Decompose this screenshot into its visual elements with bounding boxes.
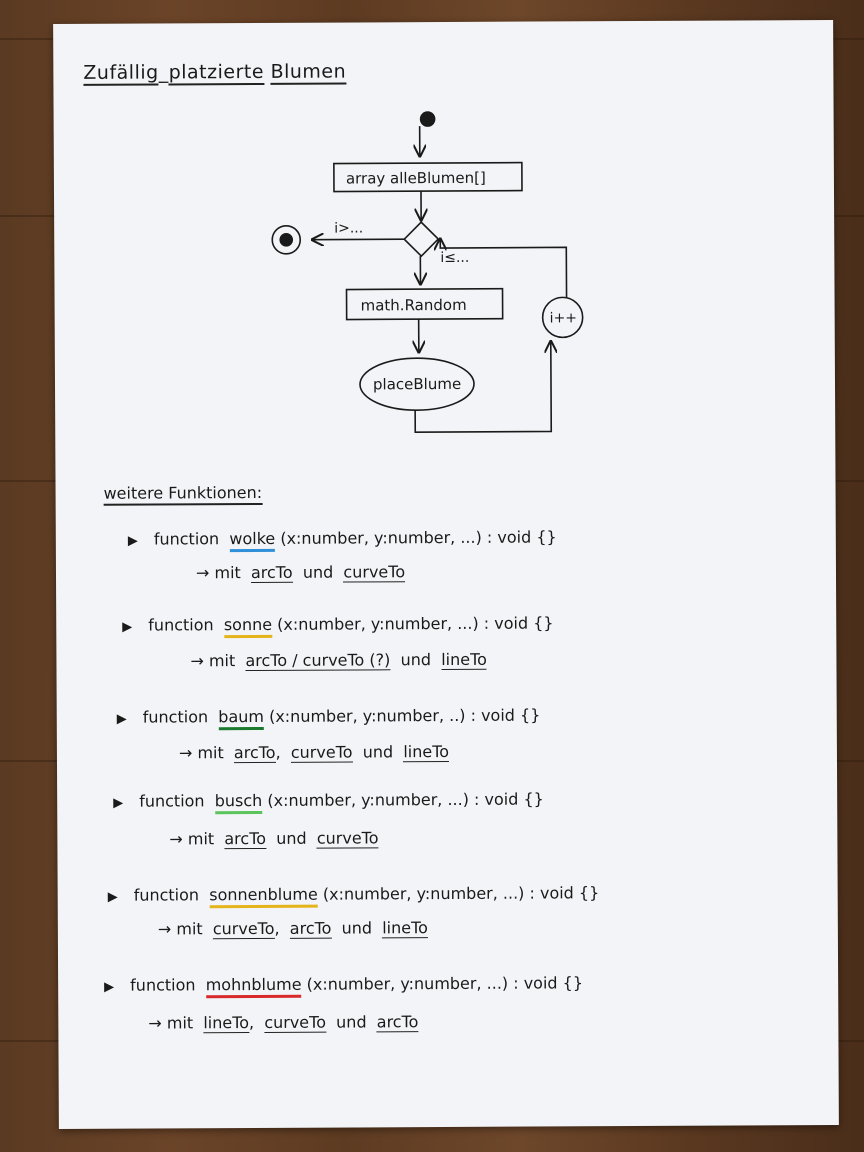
tool-connector: ,: [275, 742, 281, 762]
arrow-text: → mit: [178, 743, 224, 763]
tool-connector: ,: [248, 1013, 255, 1033]
tool-name: arcTo: [224, 828, 267, 850]
tool-name: lineTo: [382, 918, 428, 939]
inc-node-label: i++: [550, 310, 577, 326]
function-item-baum: ▶ function baum (x:number, y:number, ..) …: [116, 705, 541, 731]
function-name: sonne: [223, 614, 273, 639]
activity-diagram: array alleBlumen[] math.Random placeBlum…: [271, 111, 584, 433]
function-name: wolke: [229, 528, 276, 553]
arrow-text: → mit: [148, 1013, 194, 1033]
function-keyword: function: [130, 975, 196, 995]
tool-connector: und: [341, 918, 373, 938]
paper-sheet: Zufällig_platzierte Blumen array alleBlu…: [53, 19, 839, 1130]
function-tools-busch: → mit arcTo und curveTo: [169, 828, 379, 850]
bullet-icon: ▶: [107, 889, 118, 905]
tool-name: curveTo: [290, 742, 353, 763]
tool-name: lineTo: [441, 649, 487, 671]
tool-connector: und: [336, 1012, 367, 1032]
tool-connector: und: [276, 828, 307, 848]
random-node-label: math.Random: [361, 296, 467, 315]
tool-name: arcTo: [250, 562, 293, 584]
tool-name: lineTo: [203, 1013, 250, 1034]
function-tools-wolke: → mit arcTo und curveTo: [195, 562, 406, 584]
function-signature: (x:number, y:number, ..) : void {}: [269, 705, 541, 726]
tool-name: curveTo: [264, 1012, 327, 1033]
bullet-icon: ▶: [122, 619, 133, 635]
edge-inc-decision: [440, 238, 568, 298]
function-item-wolke: ▶ function wolke (x:number, y:number, ...…: [127, 527, 557, 553]
tool-name: arcTo / curveTo (?): [245, 650, 391, 672]
function-name: baum: [218, 706, 265, 731]
function-name: sonnenblume: [209, 884, 318, 909]
edge-place-inc: [414, 341, 551, 433]
tool-name: lineTo: [403, 741, 450, 763]
tool-connector: ,: [274, 918, 280, 938]
array-node-label: array alleBlumen[]: [346, 169, 486, 188]
bullet-icon: ▶: [104, 979, 115, 995]
start-node: [419, 111, 436, 127]
decision-node: [403, 220, 440, 258]
arrow-text: → mit: [169, 829, 215, 849]
function-keyword: function: [148, 615, 214, 635]
inc-node-circle: [541, 296, 584, 339]
function-keyword: function: [139, 791, 205, 811]
tool-name: arcTo: [376, 1012, 419, 1033]
function-signature: (x:number, y:number, ...) : void {}: [322, 883, 600, 904]
tool-name: curveTo: [316, 828, 379, 849]
arrow-text: → mit: [157, 919, 203, 939]
bullet-icon: ▶: [113, 795, 124, 811]
function-signature: (x:number, y:number, ...) : void {}: [306, 973, 584, 994]
function-item-sonnenblume: ▶ function sonnenblume (x:number, y:numbe…: [107, 883, 600, 909]
function-name: busch: [214, 790, 263, 815]
bullet-icon: ▶: [127, 533, 138, 549]
bullet-icon: ▶: [116, 711, 127, 727]
function-signature: (x:number, y:number, ...) : void {}: [277, 613, 554, 634]
loop-edge-label: i≤...: [440, 250, 469, 266]
end-node: [271, 225, 302, 255]
function-signature: (x:number, y:number, ...) : void {}: [267, 789, 544, 810]
tool-name: curveTo: [343, 562, 406, 583]
function-keyword: function: [142, 707, 209, 727]
function-tools-baum: → mit arcTo, curveTo und lineTo: [178, 741, 450, 764]
function-keyword: function: [153, 529, 220, 549]
array-node-box: [333, 161, 523, 193]
function-tools-mohnblume: → mit lineTo, curveTo und arcTo: [148, 1012, 419, 1034]
function-name: mohnblume: [205, 974, 302, 999]
exit-edge-label: i>...: [334, 220, 363, 236]
tool-connector: und: [400, 650, 432, 670]
end-node-inner: [279, 233, 294, 247]
function-item-sonne: ▶ function sonne (x:number, y:number, ...…: [122, 613, 554, 639]
place-node-label: placeBlume: [373, 375, 461, 393]
random-node-box: [345, 287, 504, 321]
arrow-text: → mit: [190, 651, 236, 671]
place-node-shape: [359, 357, 475, 411]
function-item-mohnblume: ▶ function mohnblume (x:number, y:number,…: [104, 973, 584, 999]
tool-connector: und: [302, 562, 334, 582]
function-signature: (x:number, y:number, ...) : void {}: [280, 527, 557, 548]
tool-name: curveTo: [212, 918, 275, 940]
function-tools-sonnenblume: → mit curveTo, arcTo und lineTo: [157, 918, 428, 940]
tool-name: arcTo: [233, 742, 276, 764]
function-item-busch: ▶ function busch (x:number, y:number, ...…: [113, 789, 544, 815]
tool-connector: und: [362, 742, 394, 762]
section-title: weitere Funktionen:: [103, 482, 263, 506]
tool-name: arcTo: [289, 918, 332, 939]
arrow-text: → mit: [195, 563, 241, 583]
function-keyword: function: [133, 885, 200, 905]
function-tools-sonne: → mit arcTo / curveTo (?) und lineTo: [190, 649, 487, 672]
